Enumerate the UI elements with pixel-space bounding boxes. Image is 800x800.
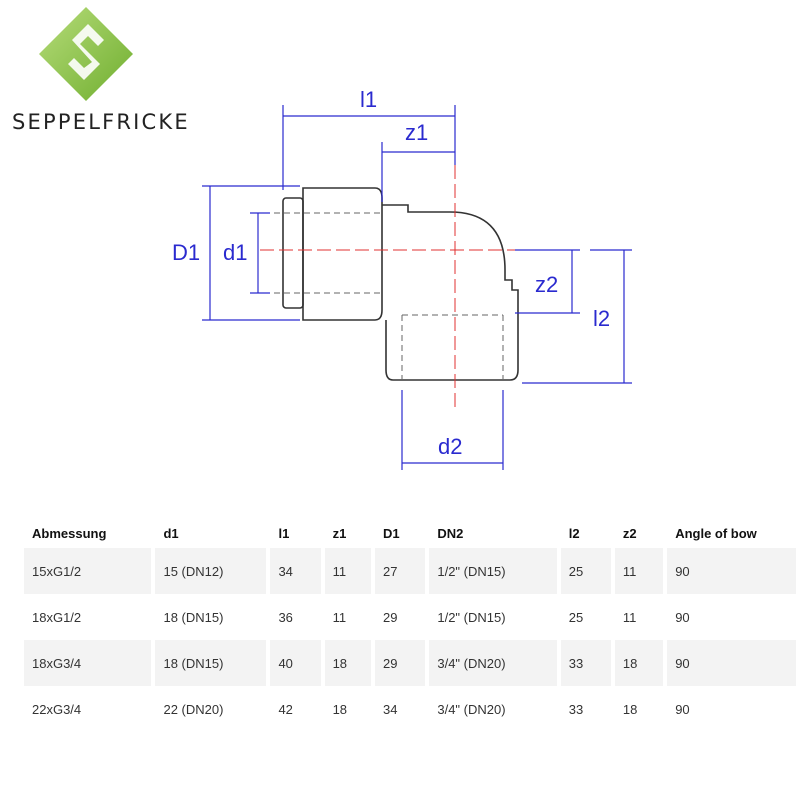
header-D1: D1 — [383, 525, 400, 541]
header-z1: z1 — [332, 525, 347, 541]
table-cell: 11 — [324, 548, 372, 594]
header-l2: l2 — [568, 525, 580, 541]
logo-mark-icon — [39, 7, 133, 101]
table-cell: 18 — [614, 640, 664, 686]
table-cell: 1/2" (DN15) — [429, 548, 557, 594]
table-cell: 25 — [568, 609, 584, 625]
table-cell: 90 — [675, 609, 690, 625]
table-cell: 3/4" (DN20) — [429, 640, 557, 686]
table-cell: 18xG3/4 — [24, 640, 152, 686]
table-cell: 18 — [622, 701, 638, 717]
header-dn2: DN2 — [437, 525, 464, 541]
table-cell: 25 — [560, 548, 611, 594]
table-cell: 18xG1/2 — [32, 609, 82, 625]
table-cell: 11 — [614, 548, 664, 594]
table-cell: 90 — [675, 701, 690, 717]
table-cell: 40 — [270, 640, 321, 686]
dimensions-table: Abmessung d1 l1 z1 D1 DN2 l2 z2 Angle of… — [20, 518, 800, 732]
table-cell: 11 — [332, 609, 347, 625]
table-cell: 22 (DN20) — [163, 701, 224, 717]
table-cell: 42 — [278, 701, 293, 717]
table-cell: 18 — [324, 640, 372, 686]
label-D1: D1 — [172, 240, 200, 265]
table-cell: 15 (DN12) — [155, 548, 267, 594]
header-l1: l1 — [278, 525, 290, 541]
table-cell: 18 — [332, 701, 348, 717]
table-cell: 36 — [278, 609, 293, 625]
table-row: 22xG3/4 22 (DN20) 42 18 34 3/4" (DN20) 33 18 90 — [24, 686, 796, 732]
table-cell: 3/4" (DN20) — [437, 701, 506, 717]
header-d1: d1 — [163, 525, 179, 541]
table-cell: 11 — [622, 609, 637, 625]
table-cell: 15xG1/2 — [24, 548, 152, 594]
label-l2: l2 — [593, 306, 610, 331]
table-cell: 22xG3/4 — [32, 701, 82, 717]
table-cell: 33 — [568, 701, 584, 717]
table-cell: 1/2" (DN15) — [437, 609, 506, 625]
table-row: 18xG1/2 18 (DN15) 36 11 29 1/2" (DN15) 25 11 90 — [24, 594, 796, 640]
table-cell: 29 — [383, 609, 398, 625]
header-angle: Angle of bow — [675, 525, 757, 541]
table-cell: 18 (DN15) — [155, 640, 267, 686]
label-z2: z2 — [535, 272, 558, 297]
table-cell: 34 — [383, 701, 398, 717]
table-cell: 27 — [375, 548, 426, 594]
seppelfricke-logo: SEPPELFRICKE — [0, 0, 188, 140]
label-z1: z1 — [405, 120, 428, 145]
fitting-technical-drawing: l1 z1 D1 d1 z2 l2 d2 — [172, 87, 632, 470]
table-cell: 33 — [560, 640, 611, 686]
logo-text: SEPPELFRICKE — [12, 110, 190, 134]
table-header-row: Abmessung d1 l1 z1 D1 DN2 l2 z2 Angle of… — [24, 518, 796, 548]
label-l1: l1 — [360, 87, 377, 112]
header-abmessung: Abmessung — [32, 525, 107, 541]
header-z2: z2 — [622, 525, 637, 541]
label-d1: d1 — [223, 240, 247, 265]
table-cell: 29 — [375, 640, 426, 686]
table-cell: 18 (DN15) — [163, 609, 224, 625]
table-cell: 34 — [270, 548, 321, 594]
label-d2: d2 — [438, 434, 462, 459]
table-cell: 90 — [667, 640, 796, 686]
table-cell: 90 — [667, 548, 796, 594]
